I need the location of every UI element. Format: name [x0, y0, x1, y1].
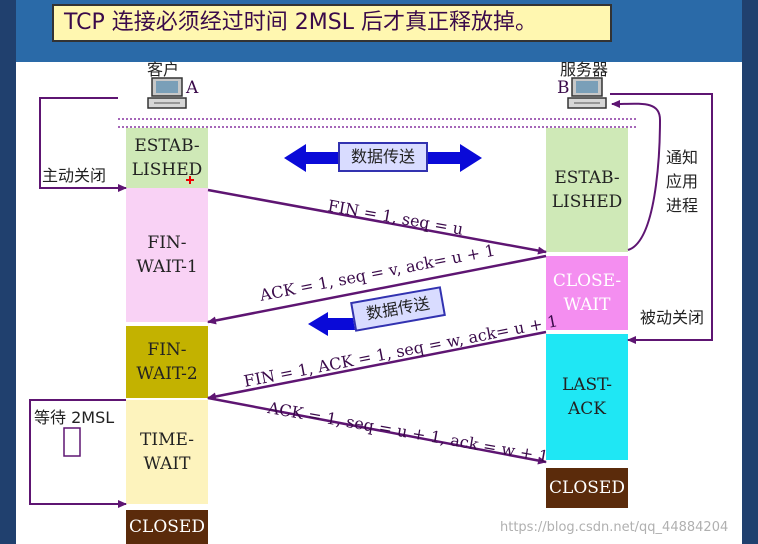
server-label: 服务器 [560, 60, 609, 79]
state-label: CLOSED [549, 478, 625, 498]
server-state-closed: CLOSED [546, 468, 628, 508]
wait-2msl-connector [29, 399, 127, 508]
msg-line-ack [207, 254, 547, 325]
state-label: LISHED [551, 192, 623, 212]
server-state-last-ack: LAST- ACK [546, 334, 628, 460]
state-label: FIN- [147, 233, 187, 253]
client-label: 客户 [147, 60, 180, 79]
client-state-time-wait: TIME- WAIT [126, 400, 208, 504]
state-label: WAIT-1 [136, 257, 198, 277]
client-state-fin-wait-1: FIN- WAIT-1 [126, 188, 208, 322]
left-border [0, 0, 16, 544]
msg-line-final-ack [207, 396, 547, 465]
state-label: TIME- [140, 430, 194, 450]
state-label: LISHED [131, 160, 203, 180]
client-state-established: ESTAB- LISHED [126, 128, 208, 188]
state-label: ACK [568, 399, 606, 419]
state-label: LAST- [561, 375, 613, 395]
state-label: ESTAB- [134, 136, 200, 156]
passive-close-label: 被动关闭 [640, 308, 705, 327]
active-close-label: 主动关闭 [42, 166, 107, 185]
active-close-connector [39, 97, 127, 192]
state-label: ESTAB- [554, 168, 620, 188]
state-label: FIN- [147, 340, 187, 360]
right-border [742, 0, 758, 544]
notify-app-connector [611, 99, 662, 251]
msg-line-fin [207, 188, 547, 255]
state-label: WAIT [143, 454, 191, 474]
notify-app-label: 通知 应用 进程 [666, 148, 699, 215]
msg-line-fin-ack [207, 330, 547, 401]
server-letter: B [557, 78, 570, 98]
server-state-close-wait: CLOSE- WAIT [546, 256, 628, 330]
state-label: WAIT-2 [136, 364, 198, 384]
watermark: https://blog.csdn.net/qq_44884204 [500, 520, 729, 535]
passive-close-connector [610, 93, 713, 344]
server-state-established: ESTAB- LISHED [546, 128, 628, 252]
state-label: WAIT [563, 295, 611, 315]
client-computer-icon [147, 77, 187, 109]
dotted-divider [118, 118, 636, 120]
slide-title: TCP 连接必须经过时间 2MSL 后才真正释放掉。 [52, 4, 612, 42]
client-state-closed: CLOSED [126, 510, 208, 544]
state-label: CLOSED [129, 517, 205, 537]
data-transfer-label: 数据传送 [338, 142, 428, 172]
server-computer-icon [567, 77, 607, 109]
state-label: CLOSE- [552, 271, 622, 291]
client-state-fin-wait-2: FIN- WAIT-2 [126, 326, 208, 398]
client-letter: A [186, 78, 199, 98]
dotted-divider [118, 126, 636, 128]
wait-2msl-label: 等待 2MSL [34, 408, 115, 427]
placeholder-box [63, 427, 81, 457]
data-transfer-arrow [308, 312, 360, 336]
